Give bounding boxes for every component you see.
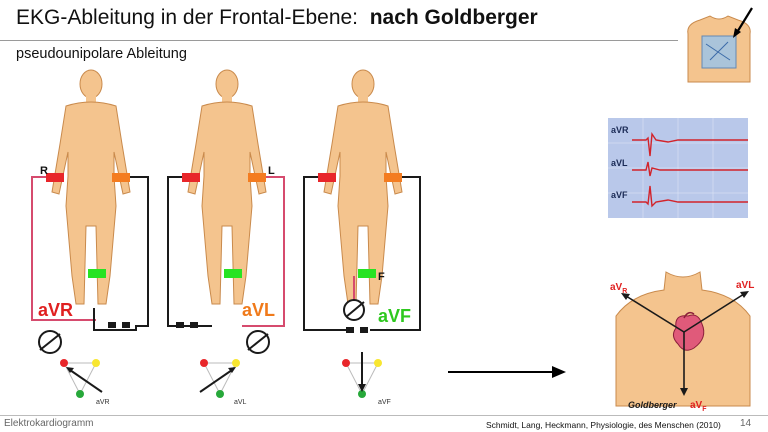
electrode-left-leg	[88, 269, 106, 278]
lead-label-avf: aVF	[378, 306, 411, 326]
figure-avr: R aVR aVR	[31, 69, 149, 406]
body-figure-avl	[187, 69, 267, 305]
chest-caption: Goldberger	[628, 400, 677, 410]
body-figure-avr	[51, 69, 131, 305]
lead-label-avl: aVL	[242, 300, 275, 320]
slide-subtitle: pseudounipolare Ableitung	[16, 46, 187, 62]
ecg-label-avf: aVF	[611, 190, 628, 200]
limb-label-l: L	[268, 165, 275, 177]
ecg-label-avl: aVL	[611, 158, 628, 168]
footer-divider	[0, 415, 768, 416]
page-number: 14	[740, 418, 752, 429]
chest-label-avr: aVR	[610, 282, 627, 295]
small-label-avl: aVL	[234, 399, 247, 406]
title-main: EKG-Ableitung in der Frontal-Ebene:	[16, 6, 359, 29]
right-arrow-icon	[448, 366, 566, 378]
chest-heart-figure: aVR aVL aVF Goldberger	[610, 271, 754, 413]
small-label-avf: aVF	[378, 399, 391, 406]
electrode-right-arm	[182, 173, 200, 182]
chest-label-avf: aVF	[690, 400, 707, 413]
lead-label-avr: aVR	[38, 300, 73, 320]
electrode-left-arm	[384, 173, 402, 182]
electrode-left-leg	[224, 269, 242, 278]
limb-label-f: F	[378, 271, 385, 283]
vector-triangle-avf	[342, 352, 382, 398]
ecg-traces-panel: aVR aVL aVF	[608, 118, 748, 218]
footer-reference: Schmidt, Lang, Heckmann, Physiologie, de…	[486, 420, 721, 430]
figure-avf: F aVF aVF	[303, 69, 421, 406]
trace-avl	[632, 161, 748, 177]
trace-avf	[632, 185, 748, 208]
electrode-left-leg	[358, 269, 376, 278]
ecg-label-avr: aVR	[611, 125, 629, 135]
chest-label-avl: aVL	[736, 280, 754, 291]
electrode-left-arm	[112, 173, 130, 182]
small-label-avr: aVR	[96, 399, 110, 406]
body-figure-avf	[323, 69, 403, 305]
limb-label-r: R	[40, 165, 48, 177]
footer-topic: Elektrokardiogramm	[4, 418, 94, 429]
title-bold: nach Goldberger	[369, 6, 538, 29]
trace-avr	[632, 131, 748, 157]
thumbnail-torso-icon	[687, 7, 753, 83]
slide-title: EKG-Ableitung in der Frontal-Ebene: nach…	[16, 6, 538, 30]
figure-avl: L aVL aVL	[167, 69, 285, 406]
vector-triangle-avr	[60, 359, 103, 398]
vector-triangle-avl	[199, 359, 240, 398]
electrode-left-arm	[248, 173, 266, 182]
electrode-right-arm	[46, 173, 64, 182]
electrode-right-arm	[318, 173, 336, 182]
title-divider	[0, 40, 678, 41]
